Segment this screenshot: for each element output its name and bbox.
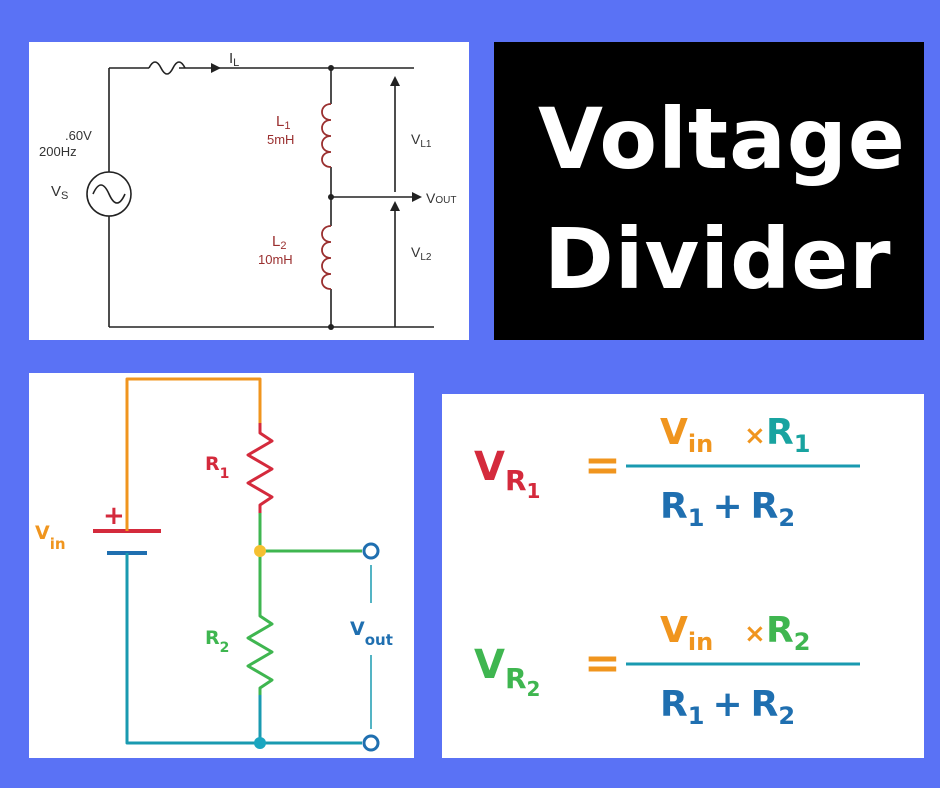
arrowhead-up-icon (390, 76, 400, 86)
formula1-numerator-vin: Vin (660, 412, 713, 458)
formula1-times: × (744, 421, 766, 451)
resistor-r1-icon (246, 423, 274, 513)
vl1-label: VL1 (411, 131, 432, 150)
junction-dot-mid (328, 194, 334, 200)
formulas-diagram: VR1 = Vin × R1 R1+R2 VR2 = Vin × R2 R1+R… (474, 412, 860, 730)
l1-label: L1 (276, 113, 290, 132)
title-panel: Voltage Divider (494, 42, 924, 340)
formula2-denominator: R1+R2 (660, 684, 795, 730)
resistor-r2-icon (246, 608, 274, 695)
junction-dot-bottom (328, 324, 334, 330)
ac-wave-icon (148, 61, 186, 75)
wire-bottom (125, 578, 362, 745)
junction-dot-mid (254, 545, 266, 557)
vout-terminal-top (362, 542, 380, 560)
l2-value: 10mH (258, 252, 293, 267)
vout-terminal-bottom (362, 734, 380, 752)
title-line-2: Divider (544, 210, 892, 308)
inductor-circuit-diagram: IL .60V 200Hz VS VL1 VL2 VOUT L1 5mH L2 … (39, 50, 456, 330)
inductor-l1-icon (321, 103, 332, 168)
wire-vin-top (125, 377, 262, 511)
title-line-1: Voltage (538, 90, 906, 188)
junction-dot-bottom (254, 737, 266, 749)
battery-plus-sign: + (103, 501, 125, 531)
formula1-denominator: R1+R2 (660, 486, 795, 532)
source-voltage-spec: .60V (65, 128, 92, 143)
formula1-numerator-r: R1 (766, 412, 810, 458)
formula1-equals: = (584, 440, 621, 491)
vout-label: Vout (350, 618, 393, 649)
current-arrow-icon (211, 63, 221, 73)
vin-label: Vin (35, 522, 66, 553)
formula-vr2: VR2 = Vin × R2 R1+R2 (474, 610, 860, 730)
formula2-equals: = (584, 638, 621, 689)
formula2-numerator-r: R2 (766, 610, 810, 656)
formula2-lhs: VR2 (474, 642, 540, 701)
current-label: IL (229, 50, 239, 69)
l2-label: L2 (272, 233, 286, 252)
source-label: VS (51, 183, 68, 202)
source-frequency-spec: 200Hz (39, 144, 77, 159)
formula2-times: × (744, 619, 766, 649)
r1-label: R1 (205, 453, 229, 482)
r2-label: R2 (205, 627, 229, 656)
arrowhead-up-icon-2 (390, 201, 400, 211)
vout-arrow-icon (412, 192, 422, 202)
formula2-numerator-vin: Vin (660, 610, 713, 656)
inductor-l2-icon (321, 225, 332, 290)
vout-label: VOUT (426, 190, 456, 206)
vl2-label: VL2 (411, 244, 432, 263)
sine-wave-icon (92, 184, 126, 204)
l1-value: 5mH (267, 132, 294, 147)
resistor-circuit-diagram: + Vin R1 R2 Vout (35, 377, 393, 752)
junction-dot-top (328, 65, 334, 71)
formulas-panel: VR1 = Vin × R1 R1+R2 VR2 = Vin × R2 R1+R… (442, 394, 924, 758)
formula1-lhs: VR1 (474, 444, 540, 503)
formula-vr1: VR1 = Vin × R1 R1+R2 (474, 412, 860, 532)
inductor-circuit-panel: IL .60V 200Hz VS VL1 VL2 VOUT L1 5mH L2 … (29, 42, 469, 340)
resistor-circuit-panel: + Vin R1 R2 Vout (29, 373, 414, 758)
